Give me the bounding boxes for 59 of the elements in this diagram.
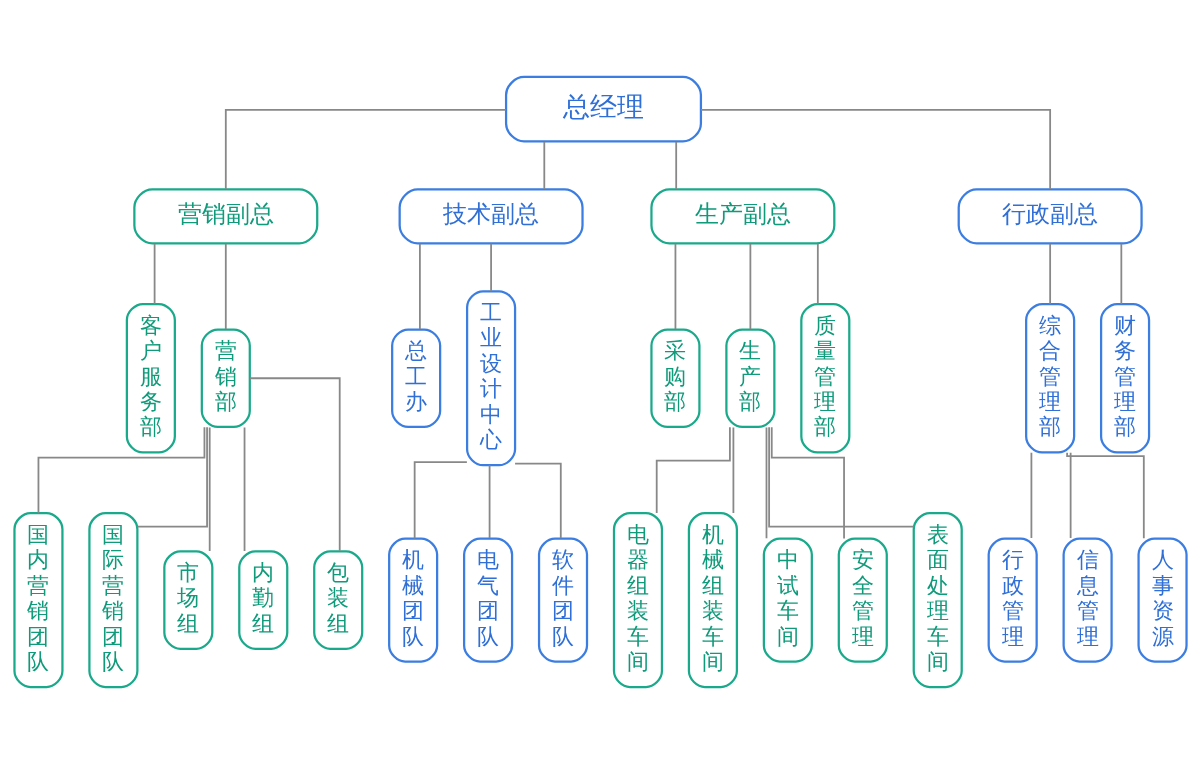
connector: [37, 425, 206, 514]
connector: [136, 425, 208, 528]
connector: [675, 140, 678, 190]
node-box: 信息管理: [1062, 537, 1113, 663]
connector: [224, 242, 227, 330]
node-box: 财务管理部: [1099, 302, 1151, 454]
node-box: 中试车间: [762, 537, 813, 663]
connector: [732, 426, 735, 514]
node-box: 生产部: [725, 327, 776, 428]
connector: [1066, 451, 1145, 539]
connector: [770, 425, 845, 539]
connector: [224, 108, 507, 190]
node-box: 总经理: [504, 75, 703, 143]
node-box: 总工办: [391, 327, 442, 428]
node-box: 营销部: [200, 327, 251, 428]
connector: [1069, 451, 1072, 539]
node-box: 国际营销团队: [88, 511, 139, 688]
connector: [514, 462, 562, 539]
connector: [490, 242, 492, 292]
node-box: 质量管理部: [800, 302, 851, 454]
node-box: 综合管理部: [1025, 302, 1076, 454]
connector: [543, 140, 546, 190]
connector: [243, 426, 246, 552]
connector: [419, 242, 421, 330]
node-box: 表面处理车间: [912, 511, 963, 688]
node-box: 营销副总: [133, 187, 319, 244]
node-box: 行政副总: [957, 187, 1143, 244]
node-box: 行政管理: [987, 537, 1038, 663]
connector: [765, 426, 768, 539]
connector: [816, 242, 819, 305]
node-box: 人事资源: [1137, 537, 1188, 663]
node-box: 电气团队: [463, 537, 514, 663]
connector: [413, 460, 468, 539]
connector: [674, 242, 677, 330]
node-box: 技术副总: [398, 187, 584, 244]
connector: [700, 108, 1052, 190]
node-box: 生产副总: [650, 187, 836, 244]
connector: [768, 425, 915, 528]
node-box: 客户服务部: [125, 302, 176, 454]
node-box: 采购部: [650, 327, 701, 428]
node-box: 软件团队: [537, 537, 589, 663]
node-box: 电器组装车间: [612, 511, 664, 688]
node-box: 市场组: [163, 549, 214, 650]
node-box: 安全管理: [837, 537, 888, 663]
connector: [1120, 242, 1123, 305]
node-box: 内勤组: [238, 549, 289, 650]
connector: [208, 426, 211, 552]
connector: [749, 242, 752, 330]
connector: [153, 242, 156, 305]
node-box: 国内营销团队: [13, 511, 64, 688]
connector: [1030, 451, 1033, 539]
connector: [1049, 242, 1052, 305]
node-box: 工业设计中心: [466, 289, 517, 466]
connector: [488, 463, 491, 539]
node-box: 机械组装车间: [687, 511, 738, 688]
node-box: 机械团队: [388, 537, 439, 663]
node-box: 包装组: [313, 549, 364, 650]
connector: [249, 376, 341, 552]
connector: [655, 425, 731, 514]
